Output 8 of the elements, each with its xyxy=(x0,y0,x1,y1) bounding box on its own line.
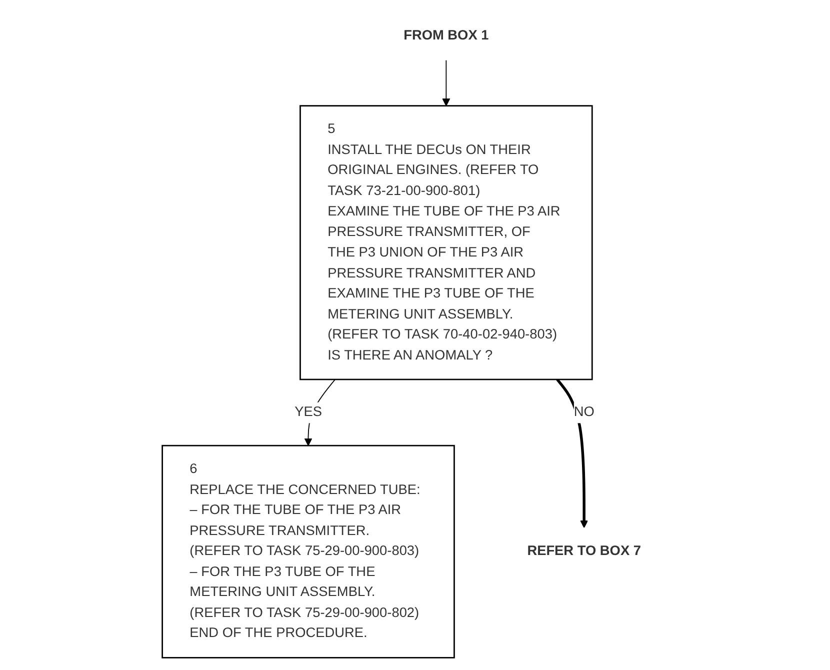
node-text: REFER TO BOX 7 xyxy=(526,543,641,559)
node-box: 6 REPLACE THE CONCERNED TUBE: – FOR THE TUBE OF THE P3 AIR PRESSURE TRANSMITTER. (REFER TO TASK 75-29-00-900-803) – FOR THE P3 TUBE OF THE METERING UNIT ASSEMBLY. (REFER TO TASK 75-29-00-900-802) END OF THE PROCEDURE. xyxy=(161,444,455,658)
edge-label: YES xyxy=(294,404,322,420)
arrow xyxy=(442,60,450,106)
node-box: 5 INSTALL THE DECUs ON THEIR ORIGINAL ENGINES. (REFER TO TASK 73-21-00-900-801) EXAMINE THE TUBE OF THE P3 AIR PRESSURE TRANSMITTER, OF THE P3 UNION OF THE P3 AIR PRESSURE TRANSMITTER AND EXAMINE THE P3 TUBE OF THE METERING UNIT ASSEMBLY. (REFER TO TASK 70-40-02-940-803) IS THERE AN ANOMALY ? xyxy=(299,105,592,380)
node-text: FROM BOX 1 xyxy=(403,28,488,44)
edge-label: NO xyxy=(573,404,594,420)
arrow xyxy=(556,378,588,528)
